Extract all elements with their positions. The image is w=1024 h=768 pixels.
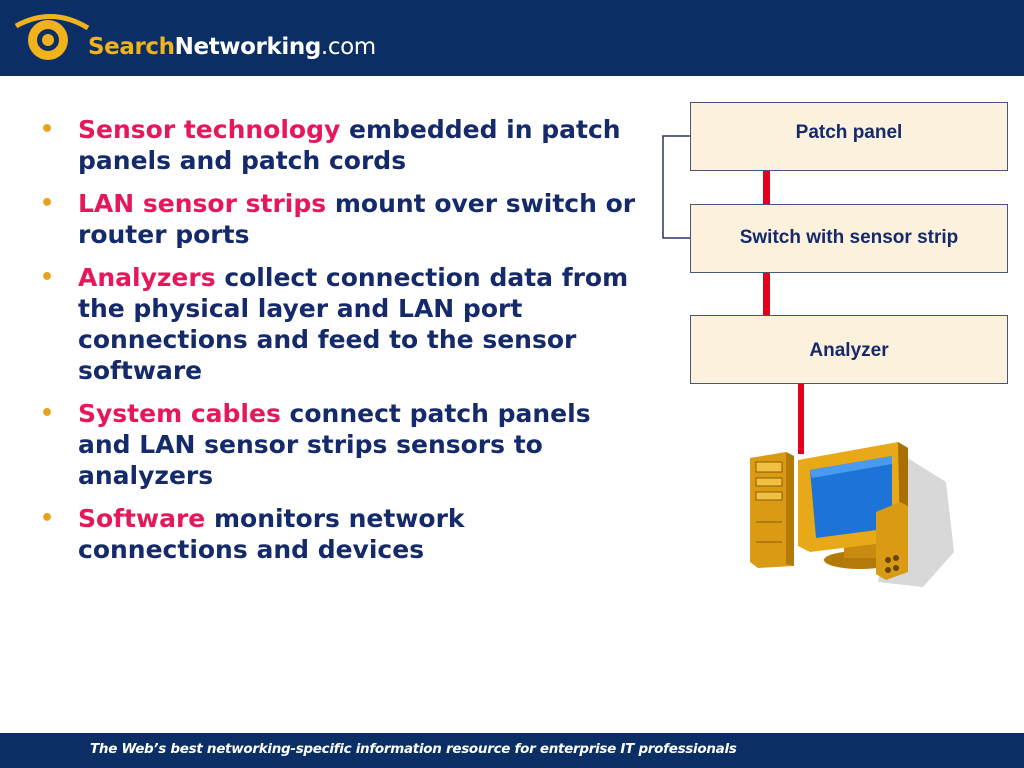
- bullet-symbol: •: [40, 117, 55, 142]
- bullet-text: mount over switch or router ports: [78, 189, 636, 249]
- bullet-key-term: System cables: [78, 399, 281, 428]
- bullet-symbol: •: [40, 191, 55, 216]
- connector-patch-to-switch: [763, 171, 770, 205]
- bullet-symbol: •: [40, 506, 55, 531]
- bullet-key-term: LAN sensor strips: [78, 189, 327, 218]
- header-bar: SearchNetworking.com: [0, 0, 1024, 76]
- bullet-text: collect connection data from the physica…: [78, 263, 629, 385]
- eye-logo-icon: [14, 14, 90, 60]
- bullet-text: embedded in patch panels and patch cords: [78, 115, 621, 175]
- footer-tagline: The Web’s best networking-specific infor…: [90, 741, 737, 757]
- bullet-key-term: Software: [78, 504, 206, 533]
- bullet-symbol: •: [40, 265, 55, 290]
- site-logo[interactable]: SearchNetworking.com: [14, 12, 376, 72]
- feature-list: • Sensor technology embedded in patch pa…: [40, 114, 640, 577]
- computer-icon: [750, 442, 954, 587]
- bullet-text: connect patch panels and LAN sensor stri…: [78, 399, 591, 490]
- bullet-text: monitors network connections and devices: [78, 504, 465, 564]
- list-item: • Analyzers collect connection data from…: [40, 262, 640, 386]
- patch-panel-label: Patch panel: [795, 122, 903, 143]
- switch-box: Switch with sensor strip: [690, 204, 1008, 273]
- connector-analyzer-to-computer: [798, 384, 804, 454]
- patch-panel-box: Patch panel: [690, 102, 1008, 171]
- brand-domain: .com: [320, 34, 376, 60]
- brand-networking: Networking: [174, 34, 322, 60]
- bullet-key-term: Analyzers: [78, 263, 216, 292]
- list-item: • Software monitors network connections …: [40, 503, 640, 565]
- bullet-symbol: •: [40, 401, 55, 426]
- footer-bar: The Web’s best networking-specific infor…: [0, 733, 1024, 768]
- brand-wordmark: SearchNetworking.com: [88, 34, 376, 60]
- list-item: • LAN sensor strips mount over switch or…: [40, 188, 640, 250]
- switch-label: Switch with sensor strip: [739, 227, 959, 248]
- analyzer-label: Analyzer: [809, 340, 889, 361]
- analyzer-box: Analyzer: [690, 315, 1008, 384]
- list-item: • Sensor technology embedded in patch pa…: [40, 114, 640, 176]
- brand-search: Search: [88, 34, 175, 60]
- network-diagram: Patch panel Switch with sensor strip Ana…: [650, 96, 1020, 596]
- bullet-key-term: Sensor technology: [78, 115, 341, 144]
- list-item: • System cables connect patch panels and…: [40, 398, 640, 491]
- connector-switch-to-analyzer: [763, 273, 770, 315]
